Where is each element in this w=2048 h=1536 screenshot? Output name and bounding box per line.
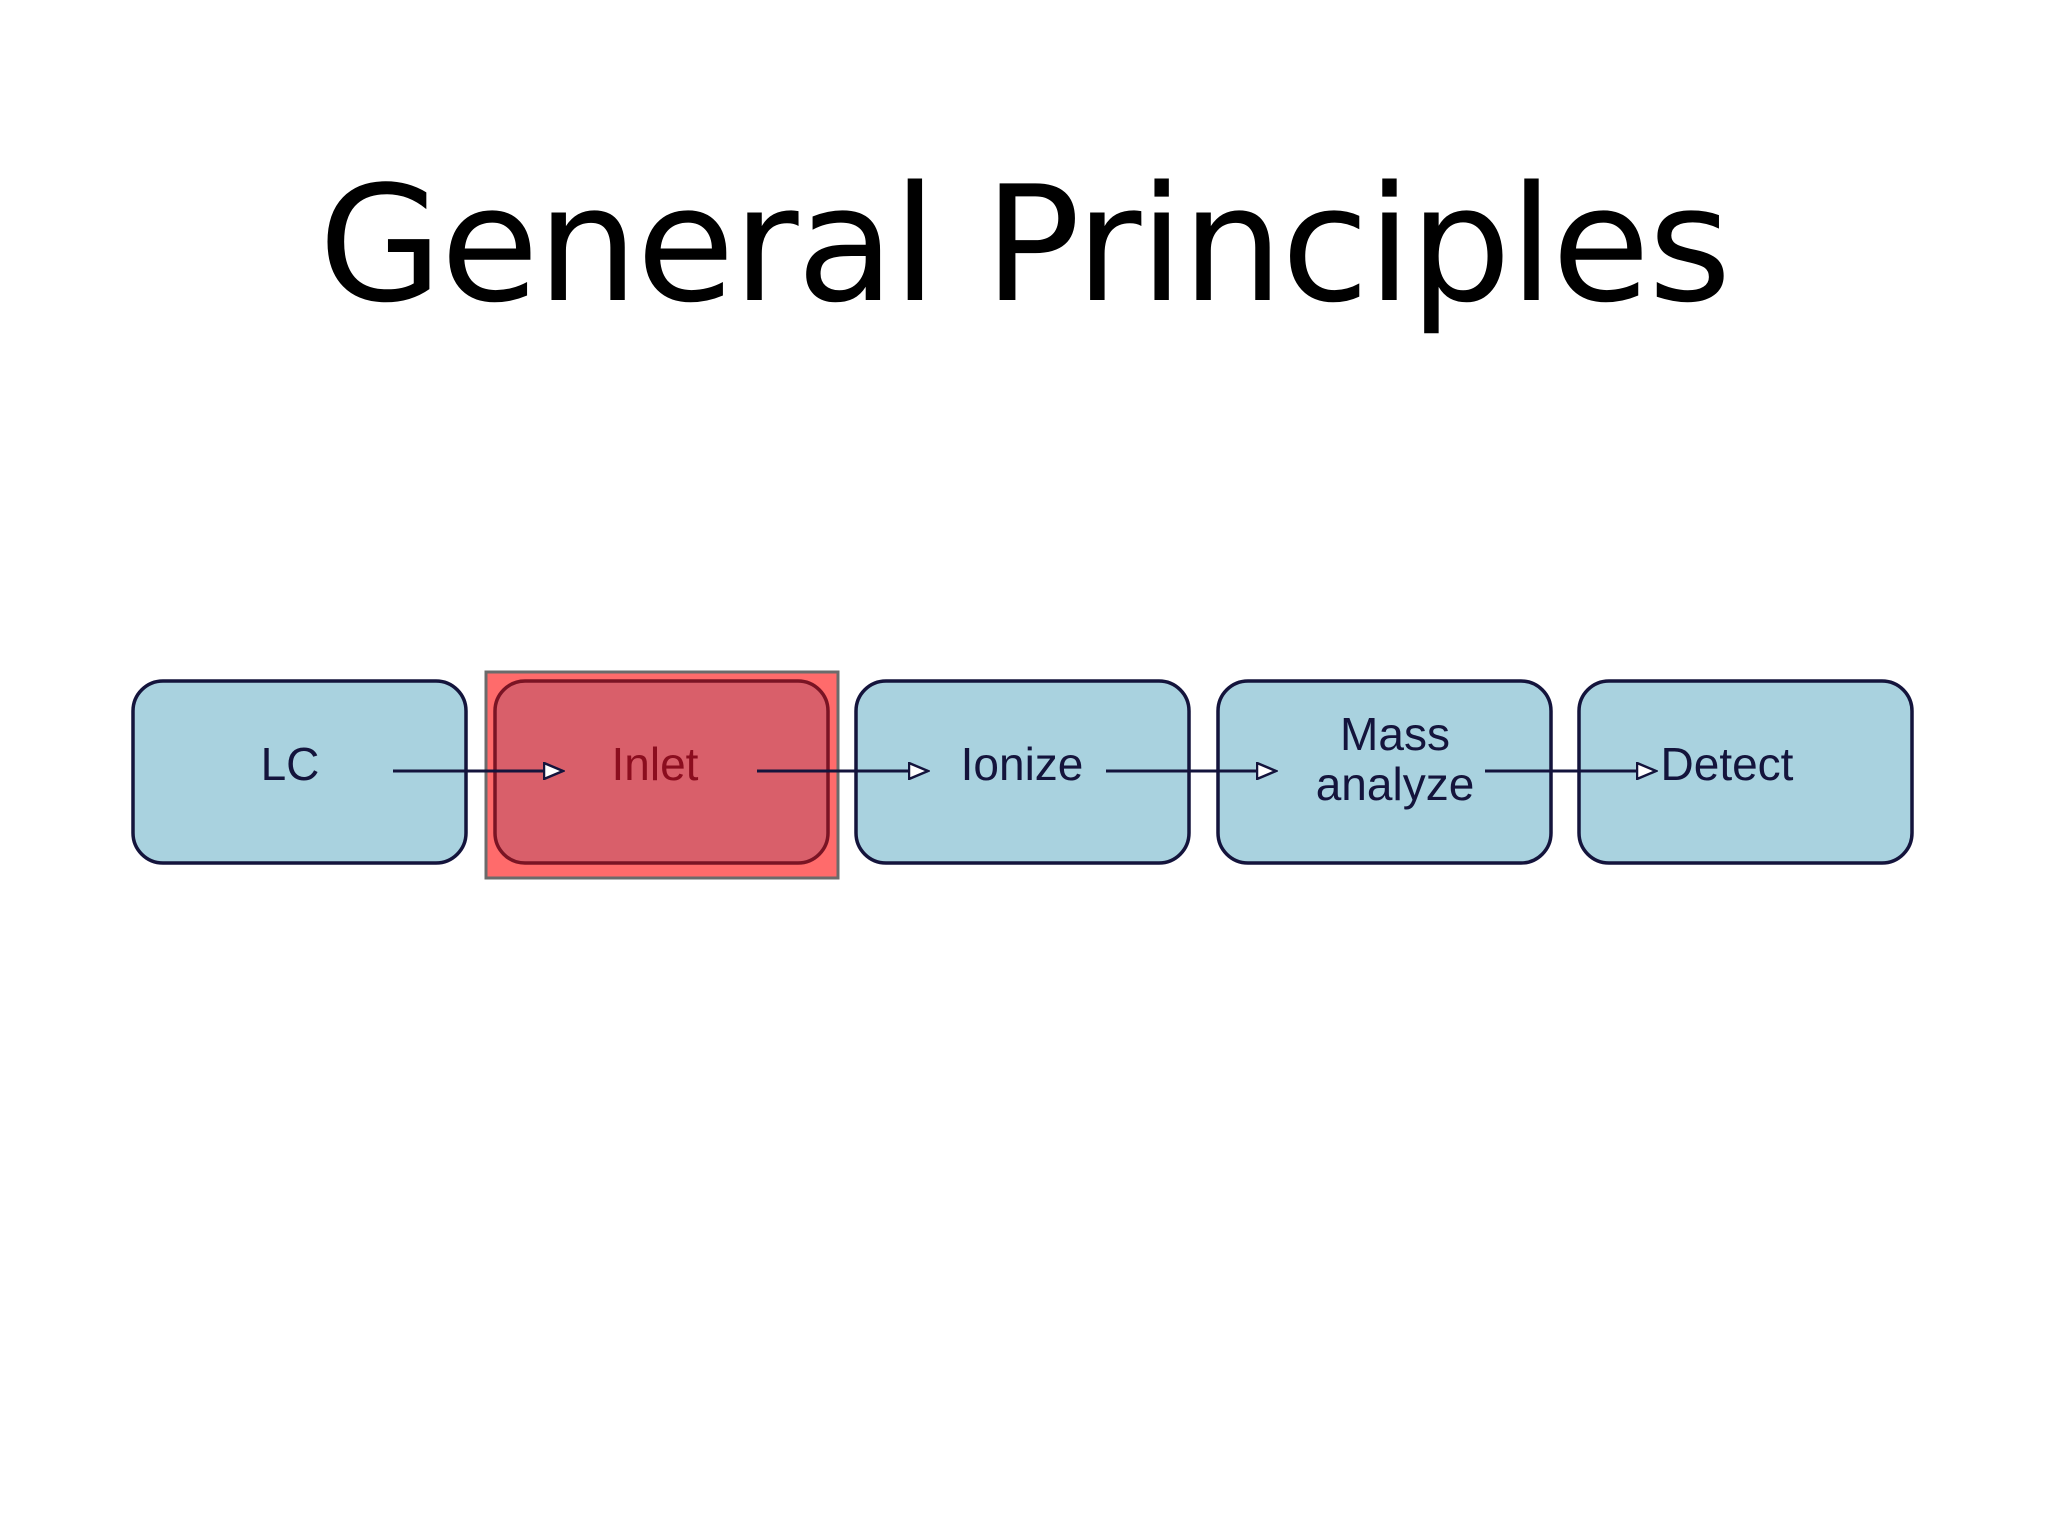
step-label: Ionize (961, 738, 1084, 790)
slide-title: General Principles (318, 151, 1732, 338)
step-inlet: Inlet (484, 670, 840, 880)
step-label: Inlet (612, 738, 699, 790)
step-label: Mass (1340, 708, 1450, 760)
step-label: Detect (1661, 738, 1794, 790)
step-detect: Detect (1577, 679, 1914, 865)
step-label: LC (261, 738, 320, 790)
step-label: analyze (1316, 758, 1475, 810)
